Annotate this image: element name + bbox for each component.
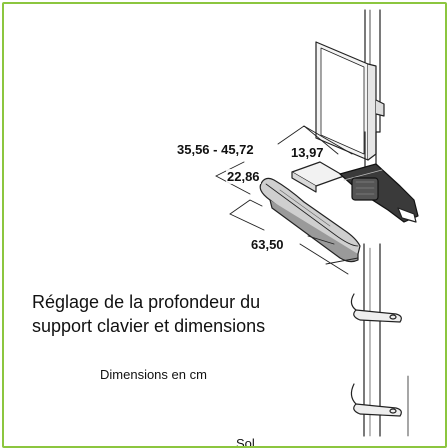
title-line-1: Réglage de la profondeur du (32, 292, 261, 312)
mouse-tray (291, 161, 419, 223)
keyboard-tray (259, 177, 361, 263)
dimension-width: 63,50 (250, 237, 285, 252)
column (363, 131, 381, 437)
diagram-title: Réglage de la profondeur du support clav… (32, 290, 332, 338)
title-line-2: support clavier et dimensions (32, 316, 266, 336)
column-clamp-lower (350, 375, 409, 437)
units-note: Dimensions en cm (100, 367, 207, 382)
dimension-keyboard-depth: 22,86 (226, 169, 261, 184)
dimension-depth-range: 35,56 - 45,72 (176, 142, 255, 157)
monitor (315, 41, 385, 161)
dimension-lines (215, 125, 359, 275)
floor-label: Sol (236, 436, 255, 448)
dimension-tray-depth: 13,97 (290, 145, 325, 160)
workstation-illustration (215, 9, 419, 437)
column-clamp-upper (350, 293, 402, 323)
